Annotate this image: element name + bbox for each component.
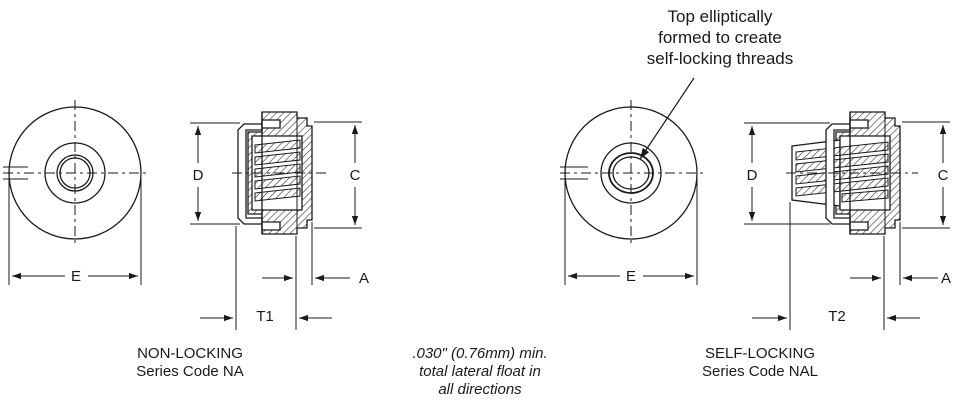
right-dim-c-label: C: [937, 167, 949, 184]
left-side-view: [232, 111, 330, 235]
right-caption: SELF-LOCKING Series Code NAL: [670, 345, 850, 381]
right-top-view: [560, 100, 703, 285]
callout-line-2: formed to create: [658, 28, 782, 47]
left-dim-a-label: A: [358, 270, 369, 287]
callout-leader: [639, 77, 695, 160]
right-side-view: [786, 111, 918, 235]
left-dim-t1-label: T1: [256, 308, 274, 325]
center-note: .030" (0.76mm) min. total lateral float …: [370, 345, 590, 399]
left-caption: NON-LOCKING Series Code NA: [100, 345, 280, 381]
left-caption-line-1: NON-LOCKING: [137, 345, 243, 362]
right-dimensions: [744, 121, 950, 330]
center-note-line-3: all directions: [438, 381, 522, 398]
center-note-line-2: total lateral float in: [419, 363, 541, 380]
left-caption-line-2: Series Code NA: [136, 363, 244, 380]
right-caption-line-1: SELF-LOCKING: [704, 345, 816, 362]
left-top-view: [3, 100, 147, 285]
right-dim-t2-label: T2: [828, 308, 846, 325]
right-caption-line-2: Series Code NAL: [702, 363, 818, 380]
left-dim-d-label: D: [192, 167, 204, 184]
left-dim-c-label: C: [349, 167, 361, 184]
left-dim-e-label: E: [70, 268, 81, 285]
callout-line-1: Top elliptically: [667, 7, 773, 26]
left-dimensions: [190, 121, 362, 330]
right-dim-a-label: A: [940, 270, 951, 287]
right-dim-e-label: E: [625, 268, 636, 285]
center-note-line-1: .030" (0.76mm) min.: [412, 345, 548, 362]
callout-line-3: self-locking threads: [646, 49, 794, 68]
right-dim-d-label: D: [746, 167, 758, 184]
callout-text: Top elliptically formed to create self-l…: [600, 6, 840, 69]
